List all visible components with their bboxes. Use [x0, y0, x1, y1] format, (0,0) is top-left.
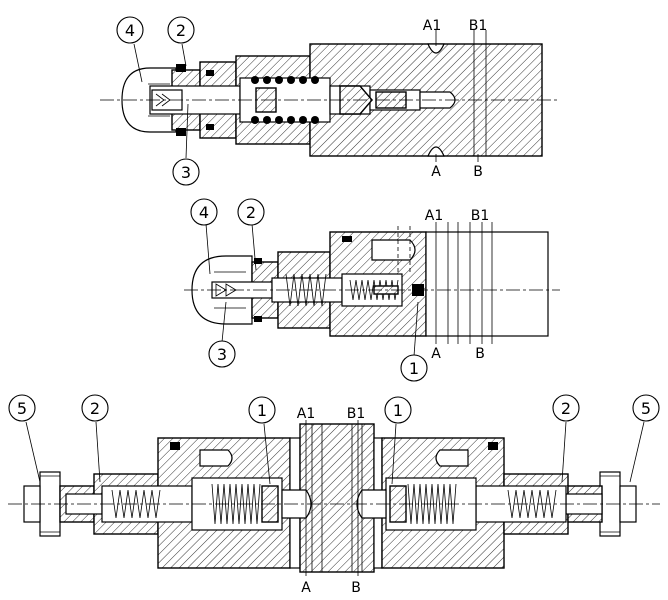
valve-1-ports — [427, 30, 487, 162]
port-label-v3-a1: A1 — [297, 406, 315, 422]
port-label-v3-b1: B1 — [347, 406, 366, 422]
svg-text:1: 1 — [393, 401, 403, 420]
valve-3-ports — [305, 420, 363, 576]
svg-text:5: 5 — [17, 399, 27, 418]
svg-text:4: 4 — [125, 21, 135, 40]
svg-text:2: 2 — [246, 203, 256, 222]
port-label-v1-b: B — [473, 164, 483, 180]
port-label-v3-a: A — [301, 580, 311, 596]
svg-text:3: 3 — [181, 163, 191, 182]
callout-v1-4: 4 — [116, 16, 144, 44]
callout-v1-2: 2 — [167, 16, 195, 44]
callout-v3-2-left: 2 — [81, 394, 109, 422]
svg-text:2: 2 — [176, 21, 186, 40]
callout-v3-5-left: 5 — [8, 394, 36, 422]
svg-text:5: 5 — [641, 399, 651, 418]
callout-v2-4: 4 — [190, 198, 218, 226]
svg-text:2: 2 — [90, 399, 100, 418]
callout-v1-3: 3 — [172, 158, 200, 186]
port-label-v2-b: B — [475, 346, 485, 362]
callout-v3-1-left: 1 — [248, 396, 276, 424]
valve-1: 4 2 3 A1 B1 A B — [100, 16, 560, 186]
callout-v2-2: 2 — [237, 198, 265, 226]
callout-v3-5-right: 5 — [632, 394, 660, 422]
valve-2: 4 2 3 1 A1 B1 A B — [184, 198, 560, 382]
callout-v2-1: 1 — [400, 354, 428, 382]
port-label-v2-b1: B1 — [471, 208, 490, 224]
callout-v2-3: 3 — [208, 340, 236, 368]
valve-1-spring — [251, 76, 319, 124]
port-label-v1-b1: B1 — [469, 18, 488, 34]
svg-text:3: 3 — [217, 345, 227, 364]
port-label-v2-a1: A1 — [425, 208, 443, 224]
port-label-v2-a: A — [431, 346, 441, 362]
callout-v3-1-right: 1 — [384, 396, 412, 424]
port-label-v3-b: B — [351, 580, 361, 596]
svg-text:1: 1 — [409, 359, 419, 378]
svg-text:1: 1 — [257, 401, 267, 420]
valve-3: 5 2 1 1 2 5 A1 B1 A B — [8, 394, 660, 596]
svg-text:2: 2 — [561, 399, 571, 418]
valve-3-right-knob — [599, 471, 637, 537]
valve-2-ports — [397, 222, 493, 344]
svg-text:4: 4 — [199, 203, 209, 222]
port-label-v1-a: A — [431, 164, 441, 180]
port-label-v1-a1: A1 — [423, 18, 441, 34]
callout-v3-2-right: 2 — [552, 394, 580, 422]
